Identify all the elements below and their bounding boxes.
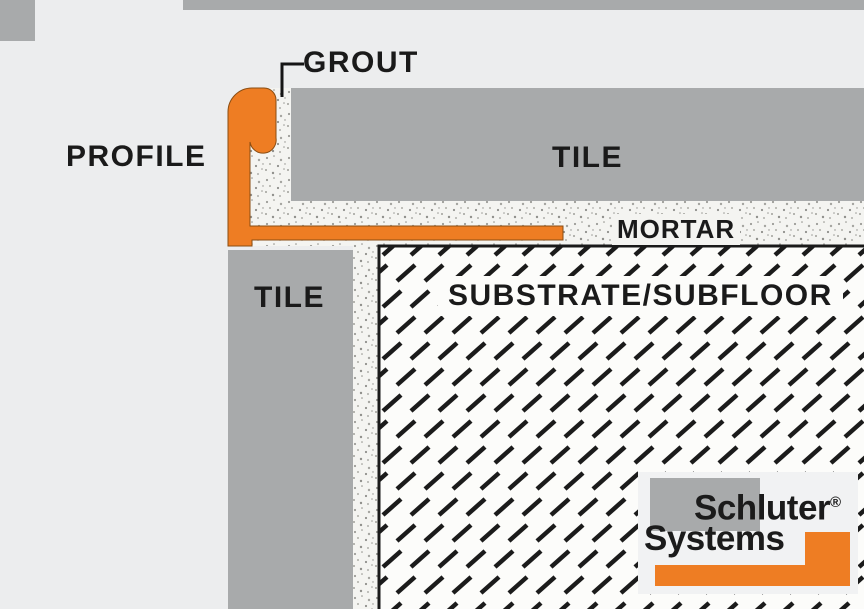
label-tile-left: TILE xyxy=(254,281,325,314)
logo-orange-angle-horizontal xyxy=(655,565,850,586)
registered-trademark-symbol: ® xyxy=(830,494,841,511)
label-substrate: SUBSTRATE/SUBFLOOR xyxy=(438,276,843,316)
label-profile: PROFILE xyxy=(66,140,207,173)
mortar-vertical xyxy=(353,246,379,609)
profile-cross-section xyxy=(227,87,564,247)
label-grout: GROUT xyxy=(303,46,419,79)
label-tile-top: TILE xyxy=(552,141,623,174)
logo-text-systems: Systems xyxy=(644,519,785,558)
tile-top-block xyxy=(291,88,864,201)
tile-left-block xyxy=(228,250,353,609)
top-left-tile-corner xyxy=(0,0,35,41)
top-edge-tile-strip xyxy=(183,0,864,10)
logo-text-schluter: Schluter® xyxy=(694,484,841,528)
label-mortar: MORTAR xyxy=(612,214,741,245)
schluter-systems-logo: Schluter® Systems xyxy=(638,472,858,594)
grout-leader-line xyxy=(280,62,304,97)
logo-brand-word: Schluter xyxy=(694,488,831,528)
logo-gray-square xyxy=(650,478,760,531)
